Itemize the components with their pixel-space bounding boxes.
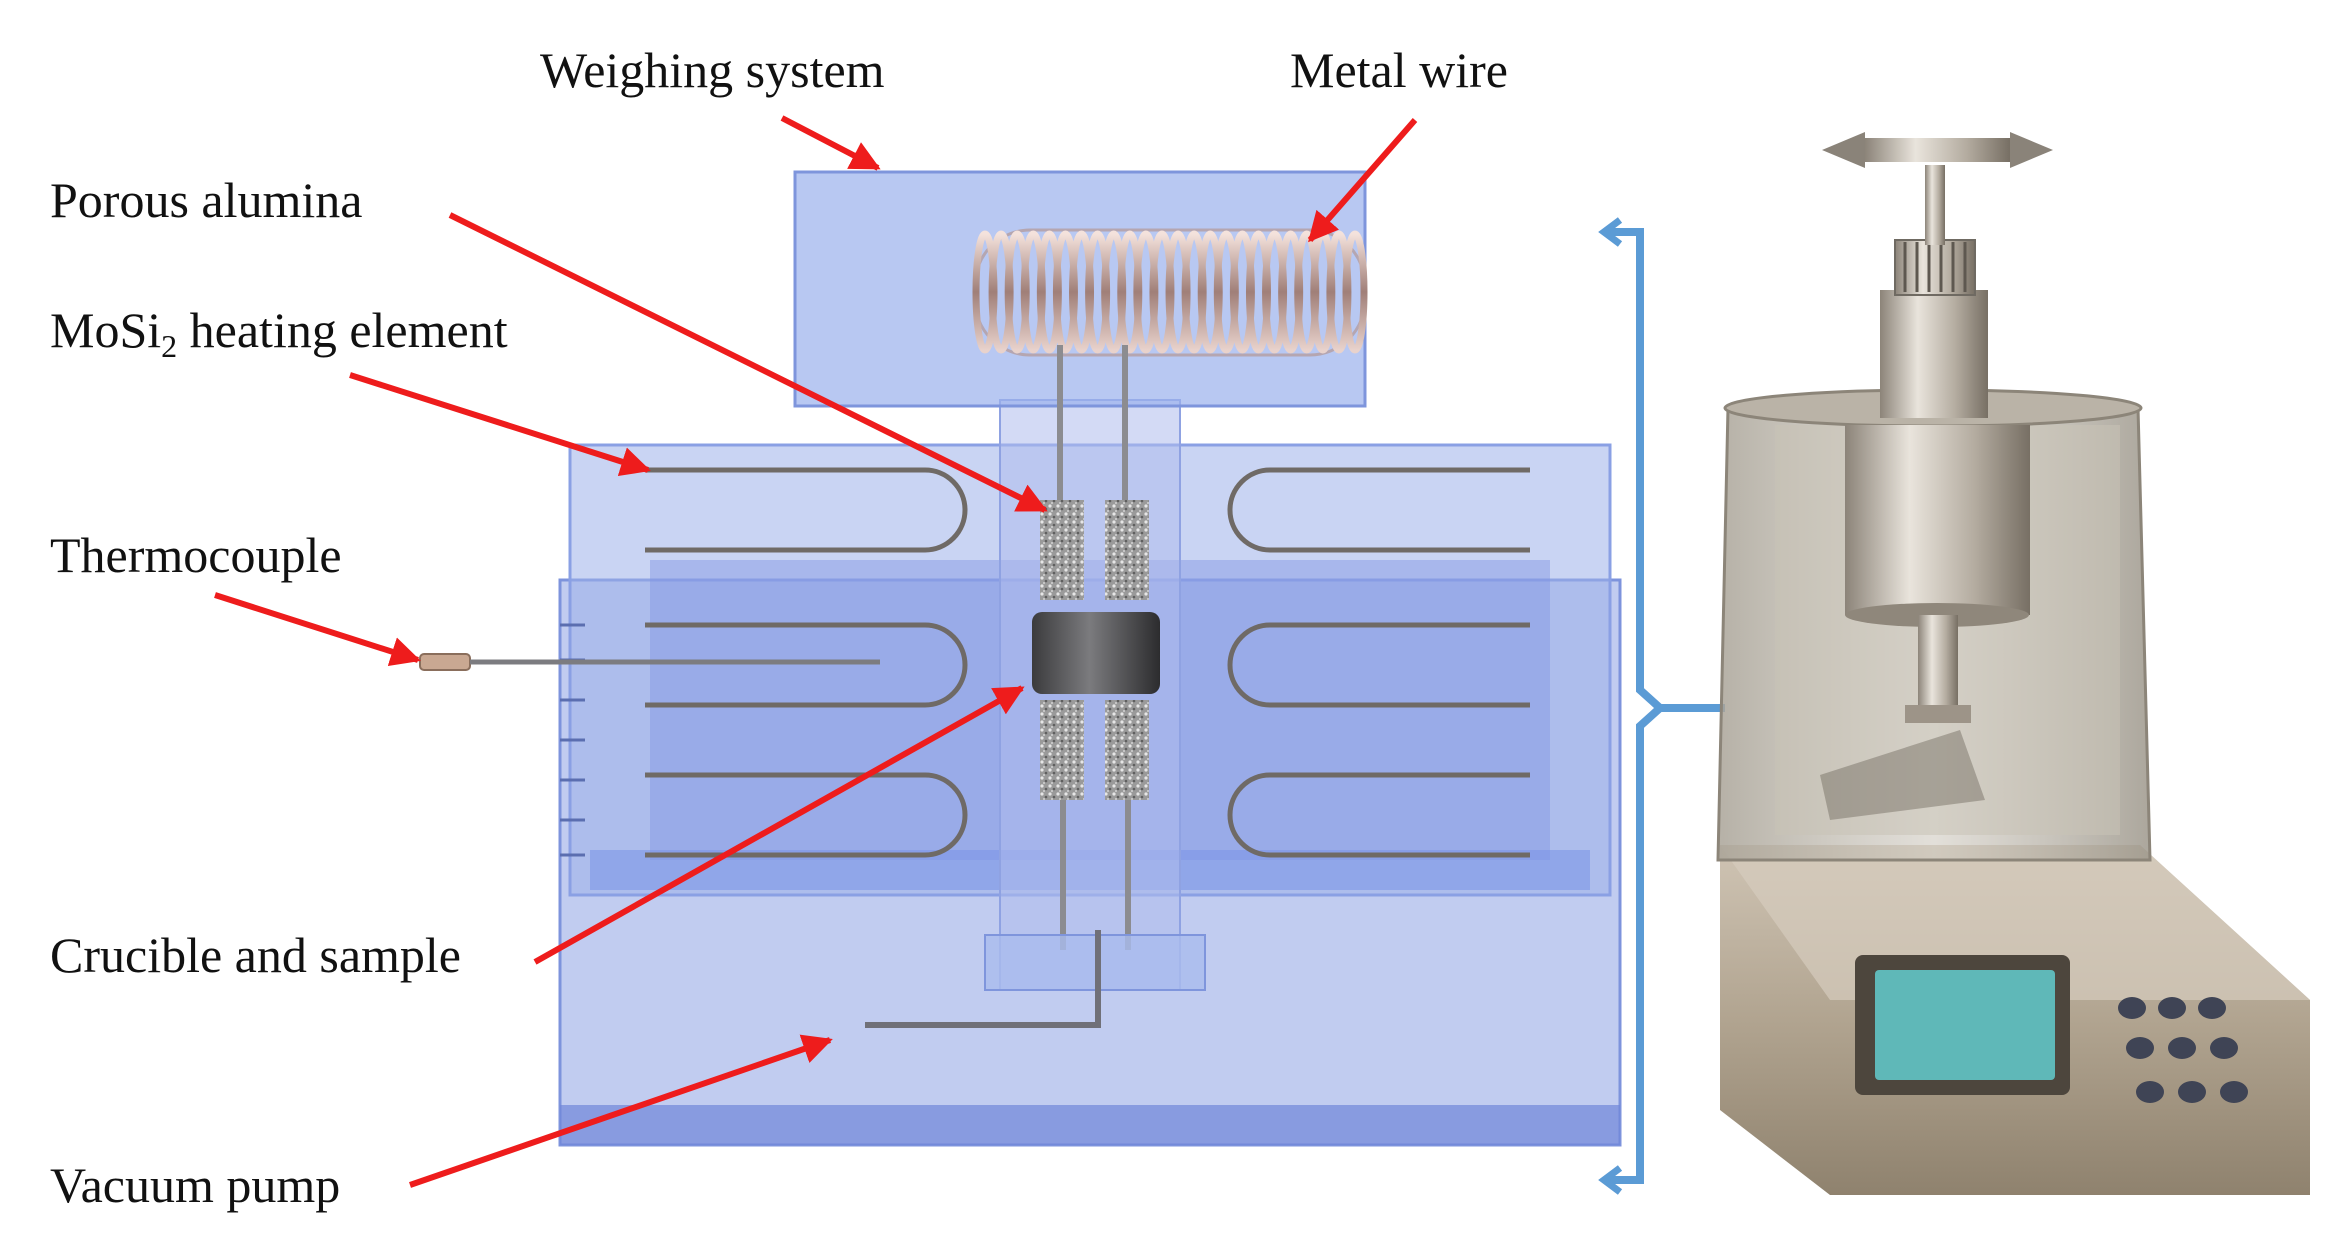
label-thermocouple: Thermocouple: [50, 527, 342, 583]
chamber-floor: [560, 1105, 1620, 1145]
metal-wire-coil: [972, 228, 1368, 357]
arrow-porous-alumina: [448, 212, 1048, 513]
label-weighing-system: Weighing system: [540, 42, 885, 98]
bracket-arrow-bottom: [1598, 1165, 1623, 1195]
coil-loop: [1342, 230, 1368, 354]
top-column: [1880, 290, 1988, 418]
heating-element-subscript: 2: [161, 328, 178, 364]
display-screen: [1875, 970, 2055, 1080]
top-spindle: [1925, 165, 1945, 245]
annotation-arrows: [214, 115, 1418, 1188]
heating-element-right: [1227, 467, 1530, 858]
arrow-crucible-and-sample: [533, 685, 1025, 965]
top-gear: [1894, 239, 1976, 296]
porous-alumina-upper-right: [1105, 500, 1149, 600]
arrow-thermocouple: [214, 592, 421, 667]
heating-element-suffix: heating element: [177, 302, 508, 358]
porous-alumina-lower-right: [1105, 700, 1149, 800]
arrow-heating-element: [349, 372, 651, 477]
arrow-weighing-system: [780, 115, 881, 171]
furnace-schematic: [419, 170, 1622, 1147]
arrow-vacuum-pump: [409, 1034, 833, 1188]
bracket-arrow-top: [1598, 217, 1623, 247]
label-crucible-and-sample: Crucible and sample: [50, 927, 461, 983]
vacuum-pipe: [865, 930, 1101, 1028]
t-handle-right-tip: [2010, 132, 2053, 168]
heating-element-prefix: MoSi: [50, 302, 162, 358]
inner-cylinder: [1845, 425, 2030, 615]
inner-shaft: [1918, 615, 1958, 715]
porous-alumina-upper-left: [1040, 500, 1084, 600]
central-column: [999, 399, 1181, 991]
label-metal-wire: Metal wire: [1290, 42, 1508, 98]
suspension-wires: [1057, 345, 1131, 950]
control-buttons: [2118, 997, 2248, 1103]
arrow-metal-wire: [1307, 118, 1418, 243]
crucible: [1032, 612, 1160, 694]
label-porous-alumina: Porous alumina: [50, 172, 363, 228]
t-handle: [1865, 138, 2010, 162]
heating-element-left: [645, 467, 968, 858]
apparatus-render: [1716, 132, 2310, 1195]
scale-ticks: [560, 623, 585, 857]
t-handle-left-tip: [1822, 132, 1865, 168]
label-vacuum-pump: Vacuum pump: [50, 1157, 341, 1213]
label-heating-element: MoSi2 heating element: [50, 305, 508, 362]
porous-alumina-lower-left: [1040, 700, 1084, 800]
